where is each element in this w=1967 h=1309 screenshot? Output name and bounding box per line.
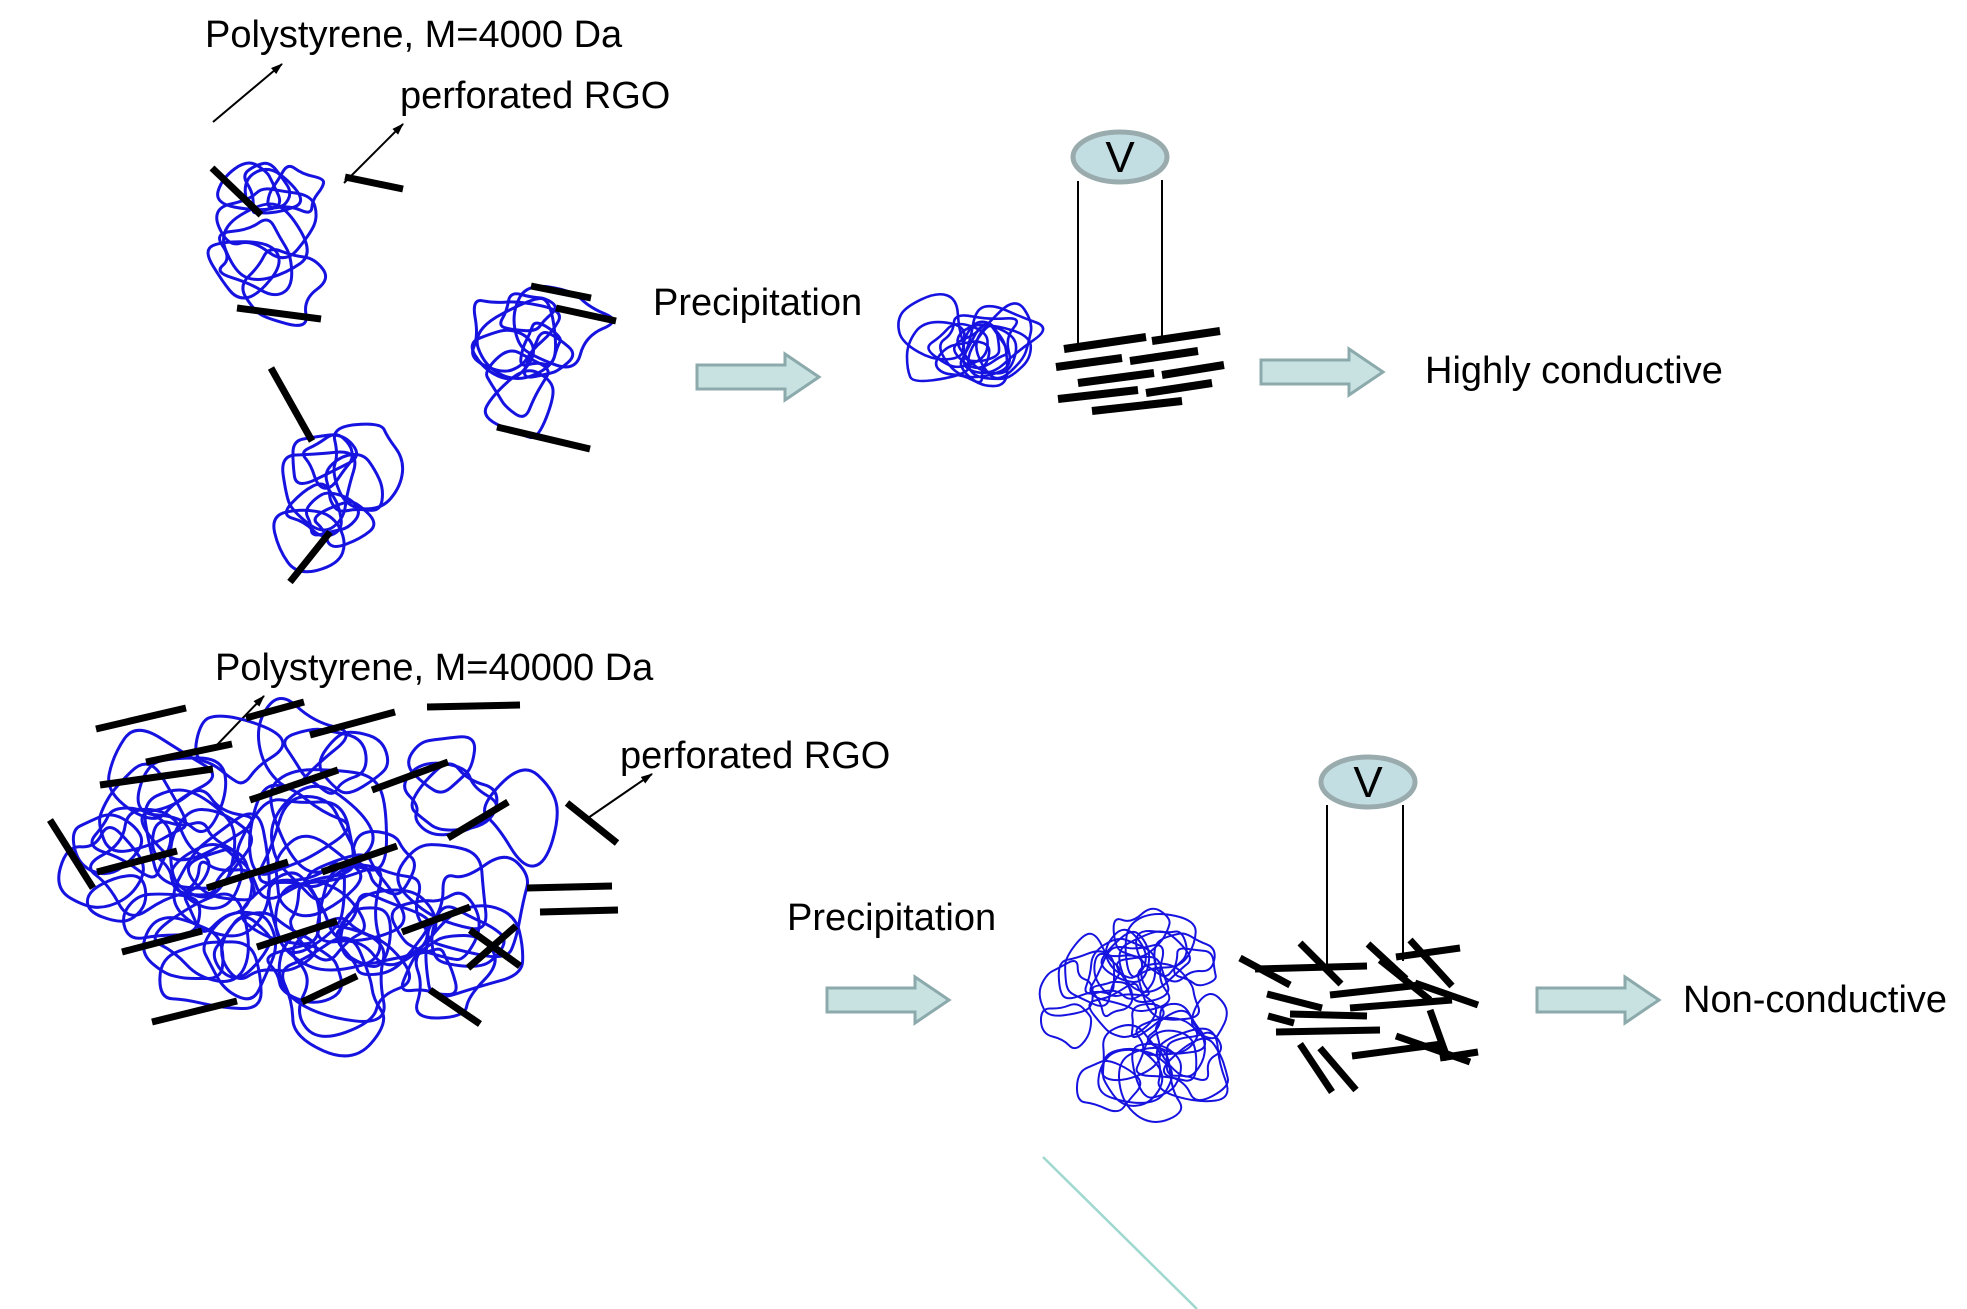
rgo-aligned-stack xyxy=(1055,327,1225,415)
precipitated-polymer-coil-top xyxy=(897,293,1045,388)
polymer-annotation-arrow-top xyxy=(212,63,283,123)
stray-teal-line xyxy=(1042,1156,1198,1309)
perforated-rgo-label-top: perforated RGO xyxy=(400,75,670,117)
bottom-row: Polystyrene, M=40000 Da perforated RGO P… xyxy=(47,647,1947,1309)
voltmeter-top: V xyxy=(1070,129,1170,346)
rgo-random-pile xyxy=(1238,937,1480,1094)
polymer-coil-cluster-3 xyxy=(272,422,405,574)
result-arrow-top xyxy=(1259,346,1386,398)
process-arrow-bottom xyxy=(825,974,952,1026)
voltmeter-icon xyxy=(1070,129,1170,185)
precipitation-label-top: Precipitation xyxy=(653,282,862,324)
polymer-coil-cluster-1 xyxy=(206,161,328,327)
voltmeter-bottom: V xyxy=(1318,754,1418,968)
polystyrene-40000-label: Polystyrene, M=40000 Da xyxy=(215,647,654,689)
precipitated-polymer-coil-bottom xyxy=(1038,907,1229,1123)
process-arrow-top xyxy=(695,351,822,403)
rgo-annotation-arrow-bottom xyxy=(587,773,653,819)
highly-conductive-label: Highly conductive xyxy=(1425,350,1723,392)
polymer-coil-network xyxy=(57,696,559,1058)
rgo-annotation-arrow-top xyxy=(343,123,404,184)
polymer-coil-cluster-2 xyxy=(470,284,615,440)
voltmeter-icon xyxy=(1318,754,1418,810)
voltmeter-label-top: V xyxy=(1105,133,1135,182)
voltmeter-label-bottom: V xyxy=(1353,758,1383,807)
polymer-annotation-arrow-bottom xyxy=(214,695,265,748)
top-row: Polystyrene, M=4000 Da perforated RGO Pr… xyxy=(205,14,1723,585)
non-conductive-label: Non-conductive xyxy=(1683,979,1947,1021)
rgo-sheets-dispersed-bottom xyxy=(47,698,620,1027)
result-arrow-bottom xyxy=(1535,974,1662,1026)
perforated-rgo-label-bottom: perforated RGO xyxy=(620,735,890,777)
rgo-sheets-dispersed-top xyxy=(209,165,617,585)
polystyrene-4000-label: Polystyrene, M=4000 Da xyxy=(205,14,623,56)
precipitation-label-bottom: Precipitation xyxy=(787,897,996,939)
